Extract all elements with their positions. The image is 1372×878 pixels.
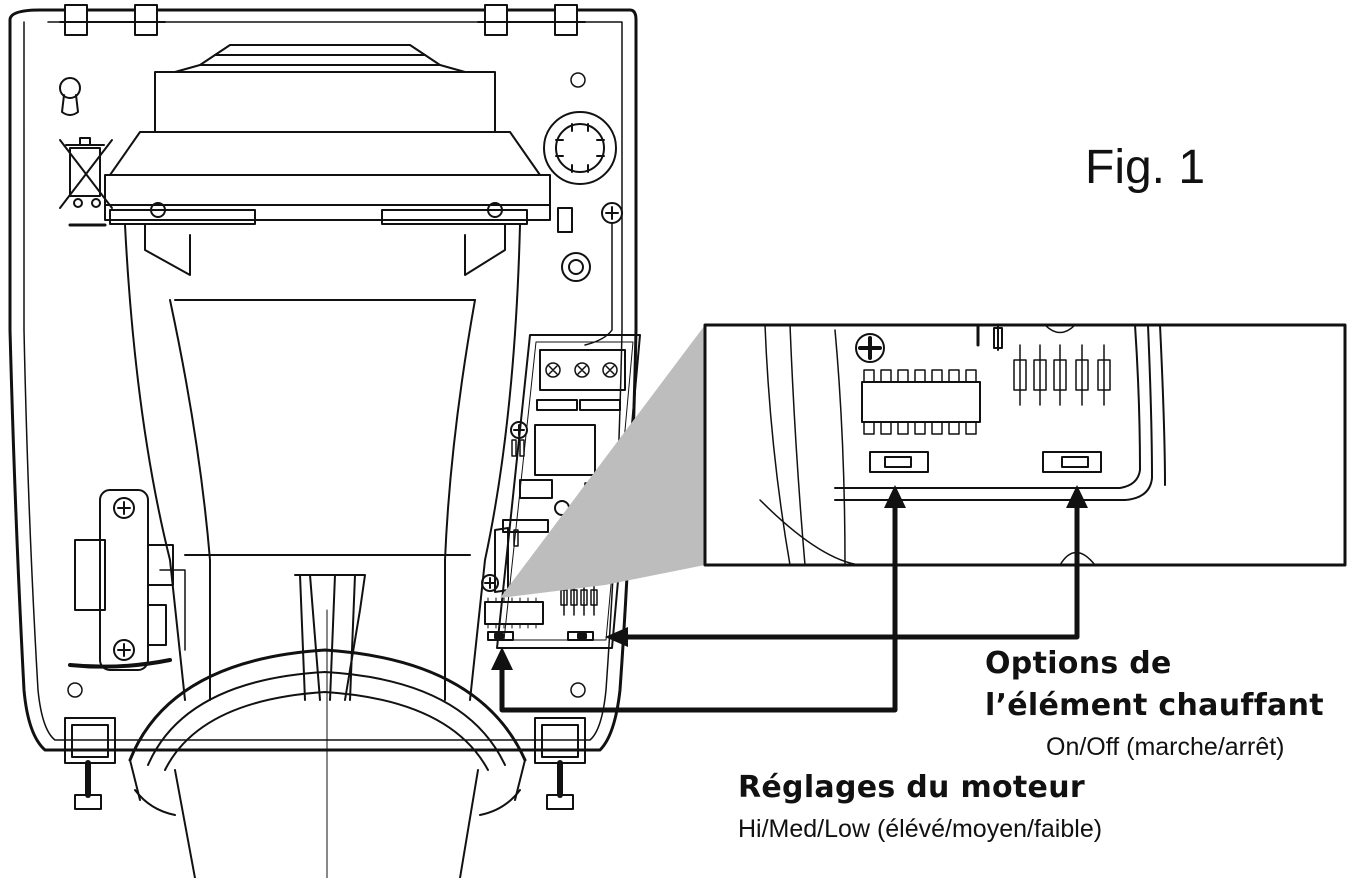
motor-settings-title: Réglages du moteur	[738, 770, 1085, 805]
heater-callout-arrows	[615, 499, 1080, 640]
base-bowl	[128, 648, 527, 878]
arrowheads	[491, 485, 1088, 670]
keyhole-mount-icon	[59, 77, 81, 116]
fan-gear	[543, 111, 617, 185]
housing	[8, 4, 638, 752]
heating-options-title-line2: l’élément chauffant	[985, 688, 1324, 723]
motor-switch-zoom	[869, 451, 929, 473]
ground-terminal	[557, 202, 623, 346]
heating-options-title-line1: Options de	[985, 646, 1172, 681]
motor-callout-arrows	[499, 499, 898, 713]
screw-head-icon	[855, 333, 885, 363]
figure-label: Fig. 1	[1085, 141, 1206, 194]
transformer	[68, 489, 186, 671]
nozzle-body	[124, 224, 521, 878]
zoom-wedge	[500, 325, 705, 598]
detail-inset	[703, 323, 1347, 567]
heating-options-detail: On/Off (marche/arrêt)	[1046, 733, 1285, 761]
crossed-out-bin-icon	[59, 137, 113, 227]
mounting-holes	[67, 72, 586, 698]
heater-switch-zoom	[1042, 451, 1102, 473]
fan-cover	[104, 44, 551, 276]
feet	[64, 717, 586, 810]
motor-settings-detail: Hi/Med/Low (élévé/moyen/faible)	[738, 815, 1103, 843]
